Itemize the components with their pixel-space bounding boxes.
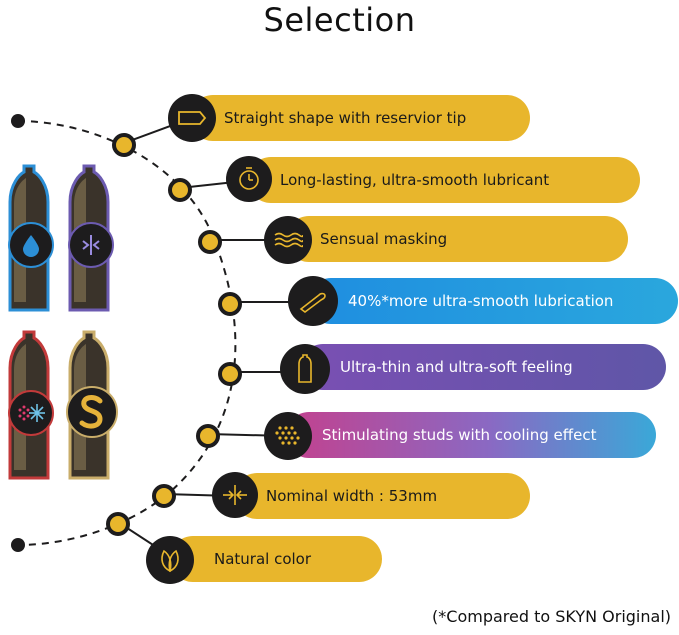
feature-label: Ultra-thin and ultra-soft feeling — [340, 358, 573, 376]
connector-dot — [196, 424, 220, 448]
dashed-arc — [17, 120, 237, 546]
thin-arrows-icon — [68, 222, 114, 268]
page-title: Selection — [263, 1, 416, 39]
connector-dot — [218, 362, 242, 386]
feature-label: Sensual masking — [320, 230, 448, 248]
feature-label: Stimulating studs with cooling effect — [322, 426, 597, 444]
feature-pill-stimulating-studs: Stimulating studs with cooling effect — [286, 412, 656, 458]
arc-end-dot — [11, 538, 25, 552]
feature-pill-sensual-masking: Sensual masking — [286, 216, 628, 262]
connector-dot — [168, 178, 192, 202]
tilted-condom-icon — [288, 276, 338, 326]
condom-outline-icon — [280, 344, 330, 394]
feature-label: Natural color — [214, 550, 312, 568]
skyn-s-logo-icon — [66, 386, 118, 438]
width-arrows-icon — [212, 472, 258, 518]
connector-dot — [112, 133, 136, 157]
feature-label: 40%*more ultra-smooth lubrication — [348, 292, 614, 310]
water-drop-icon — [8, 222, 54, 268]
feature-pill-natural-color: Natural color — [170, 536, 382, 582]
leaves-icon — [146, 536, 194, 584]
connector-dot — [218, 292, 242, 316]
snowflake-dots-icon — [8, 390, 54, 436]
straight-shape-icon — [168, 94, 216, 142]
feature-pill-ultra-thin: Ultra-thin and ultra-soft feeling — [300, 344, 666, 390]
feature-pill-straight-shape: Straight shape with reservior tip — [190, 95, 530, 141]
footnote: (*Compared to SKYN Original) — [432, 607, 671, 626]
feature-label: Long-lasting, ultra-smooth lubricant — [280, 171, 550, 189]
feature-pill-nominal-width: Nominal width : 53mm — [234, 473, 530, 519]
timer-drop-icon — [226, 156, 272, 202]
arc-start-dot — [11, 114, 25, 128]
feature-pill-long-lasting: Long-lasting, ultra-smooth lubricant — [248, 157, 640, 203]
connector-dot — [106, 512, 130, 536]
waves-icon — [264, 216, 312, 264]
connector-dot — [152, 484, 176, 508]
connector-dot — [198, 230, 222, 254]
feature-pill-more-lubrication: 40%*more ultra-smooth lubrication — [308, 278, 678, 324]
feature-label: Straight shape with reservior tip — [224, 109, 467, 127]
feature-label: Nominal width : 53mm — [266, 487, 438, 505]
studs-dots-icon — [264, 412, 312, 460]
